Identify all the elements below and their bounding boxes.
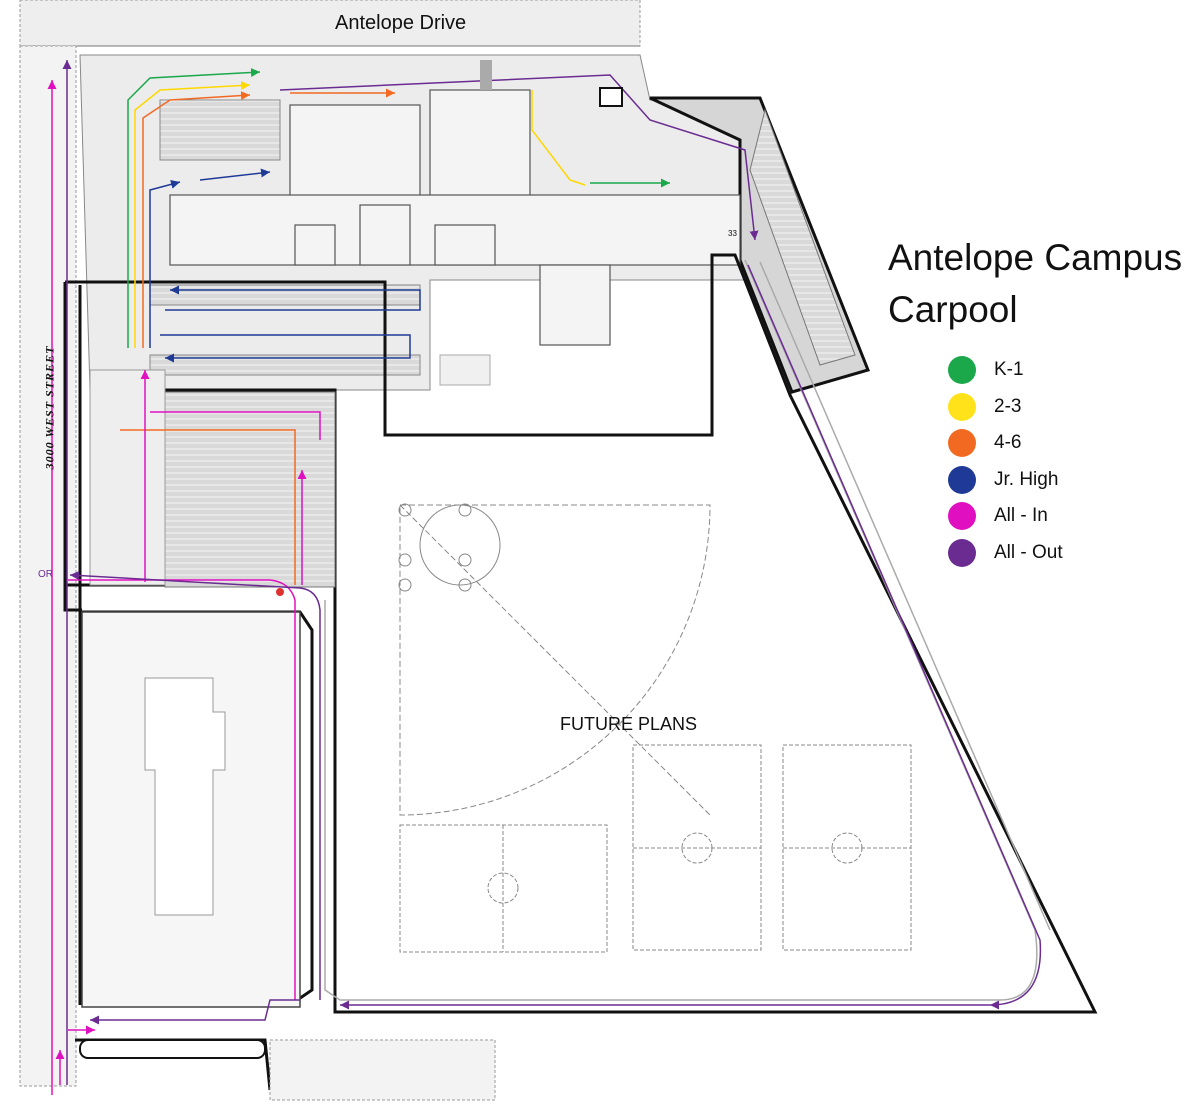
or-label: OR [38, 569, 53, 580]
adjacent-building [81, 611, 301, 1008]
route-all-out [62, 60, 1042, 1085]
future-plans-label: FUTURE PLANS [560, 714, 698, 734]
route-23 [134, 81, 586, 348]
legend: K-1 2-3 4-6 Jr. High All - In All - Out [948, 352, 1063, 571]
route-46 [120, 88, 395, 585]
legend-swatch [948, 502, 976, 531]
southwest-parking-lot [89, 369, 336, 588]
baseball-field [398, 503, 711, 816]
route-jr-high [149, 168, 421, 363]
title-line-2: Carpool [888, 289, 1018, 330]
school-building [169, 89, 741, 346]
legend-item-all-in: All - In [948, 498, 1063, 535]
legend-label: 2-3 [994, 395, 1022, 417]
legend-item-all-out: All - Out [948, 535, 1063, 572]
misc-features [276, 60, 623, 596]
west-street-label: 3000 WEST STREET [42, 345, 57, 470]
legend-swatch [948, 429, 976, 458]
legend-label: All - In [994, 505, 1048, 527]
legend-swatch [948, 356, 976, 385]
route-k1 [127, 67, 670, 348]
legend-item-4-6: 4-6 [948, 425, 1063, 462]
antelope-drive-label: Antelope Drive [335, 12, 467, 34]
soccer-fields [399, 744, 912, 953]
east-parking-strip [649, 96, 871, 394]
legend-label: K-1 [994, 359, 1024, 381]
legend-label: Jr. High [994, 468, 1059, 490]
legend-item-2-3: 2-3 [948, 389, 1063, 426]
legend-item-jr-high: Jr. High [948, 462, 1063, 499]
title-line-1: Antelope Campus [888, 237, 1183, 278]
perimeter-drive [324, 259, 1051, 1001]
south-entry-road [79, 1039, 496, 1101]
room-number-label: 33 [728, 229, 737, 238]
legend-item-k1: K-1 [948, 352, 1063, 389]
route-all-in [47, 80, 321, 1095]
legend-label: 4-6 [994, 432, 1022, 454]
legend-swatch [948, 465, 976, 494]
map-title: Antelope Campus Carpool [888, 232, 1182, 336]
legend-swatch [948, 538, 976, 567]
legend-swatch [948, 392, 976, 421]
legend-label: All - Out [994, 541, 1063, 563]
antelope-drive-road [19, 0, 641, 47]
